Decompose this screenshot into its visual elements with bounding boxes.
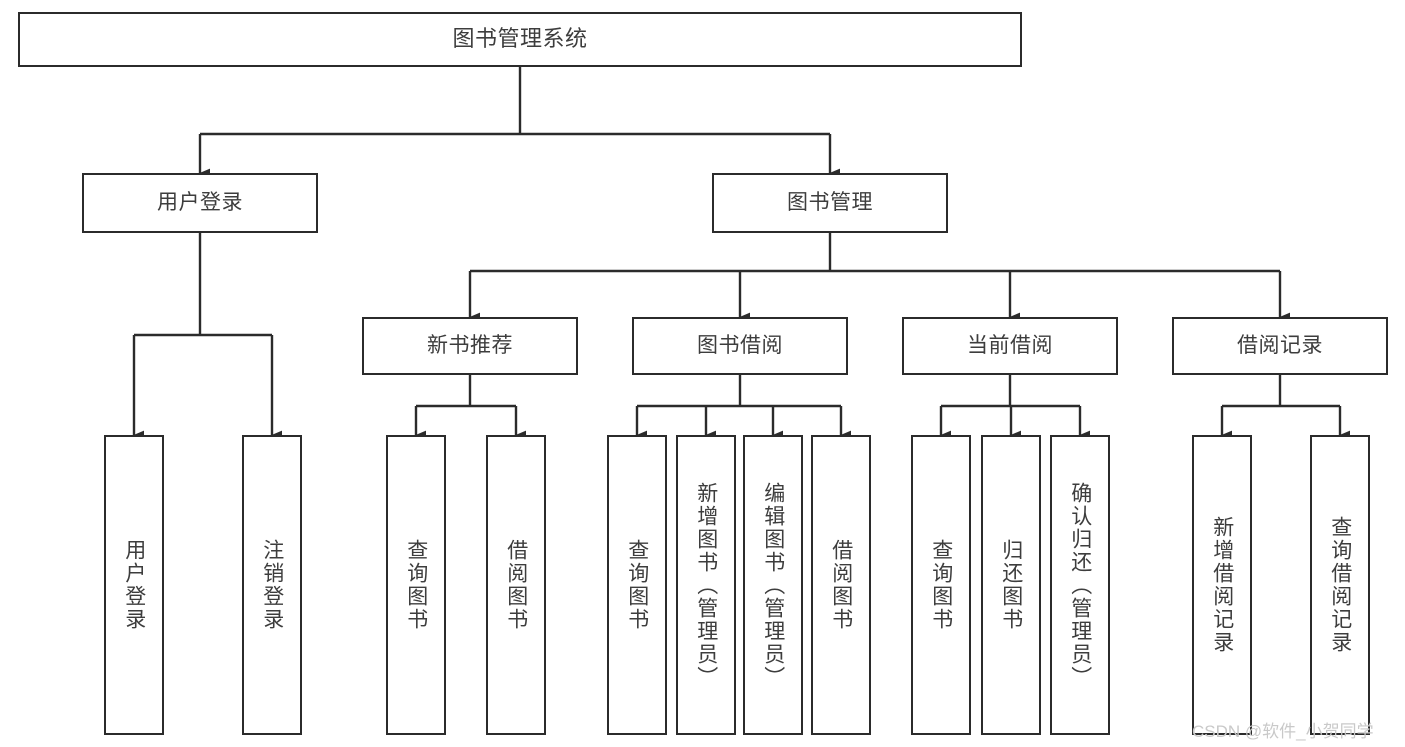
node-new-book-rec[interactable]: 新书推荐 <box>362 317 578 375</box>
node-leaf-logout[interactable]: 注销登录 <box>242 435 302 735</box>
node-leaf-edit-book[interactable]: 编辑图书（管理员） <box>743 435 803 735</box>
node-label-leaf-edit-book: 编辑图书（管理员） <box>761 481 785 689</box>
node-label-leaf-query-book-3: 查询图书 <box>929 539 953 631</box>
node-borrow-record[interactable]: 借阅记录 <box>1172 317 1388 375</box>
node-leaf-add-book[interactable]: 新增图书（管理员） <box>676 435 736 735</box>
node-leaf-query-book-2[interactable]: 查询图书 <box>607 435 667 735</box>
node-leaf-confirm-return[interactable]: 确认归还（管理员） <box>1050 435 1110 735</box>
node-label-leaf-query-book-1: 查询图书 <box>404 539 428 631</box>
node-current-borrow[interactable]: 当前借阅 <box>902 317 1118 375</box>
node-leaf-query-book-1[interactable]: 查询图书 <box>386 435 446 735</box>
node-label-leaf-query-record: 查询借阅记录 <box>1328 516 1352 654</box>
node-label-leaf-add-record: 新增借阅记录 <box>1210 516 1234 654</box>
node-label-leaf-logout: 注销登录 <box>260 539 284 631</box>
node-label-book-borrow: 图书借阅 <box>697 334 783 358</box>
node-leaf-user-login[interactable]: 用户登录 <box>104 435 164 735</box>
node-label-leaf-return-book: 归还图书 <box>999 539 1023 631</box>
node-book-borrow[interactable]: 图书借阅 <box>632 317 848 375</box>
node-leaf-add-record[interactable]: 新增借阅记录 <box>1192 435 1252 735</box>
node-label-borrow-record: 借阅记录 <box>1237 334 1323 358</box>
node-leaf-borrow-book-2[interactable]: 借阅图书 <box>811 435 871 735</box>
edges-group <box>132 67 1351 440</box>
node-label-book-manage: 图书管理 <box>787 191 873 215</box>
node-label-leaf-user-login: 用户登录 <box>122 539 146 631</box>
node-label-leaf-add-book: 新增图书（管理员） <box>694 481 718 689</box>
node-label-user-login: 用户登录 <box>157 191 243 215</box>
node-label-leaf-confirm-return: 确认归还（管理员） <box>1068 481 1092 689</box>
node-leaf-query-book-3[interactable]: 查询图书 <box>911 435 971 735</box>
node-root[interactable]: 图书管理系统 <box>18 12 1022 67</box>
node-label-current-borrow: 当前借阅 <box>967 334 1053 358</box>
node-label-root: 图书管理系统 <box>452 26 588 52</box>
node-label-new-book-rec: 新书推荐 <box>427 334 513 358</box>
node-label-leaf-borrow-book-1: 借阅图书 <box>504 539 528 631</box>
node-leaf-borrow-book-1[interactable]: 借阅图书 <box>486 435 546 735</box>
node-label-leaf-borrow-book-2: 借阅图书 <box>829 539 853 631</box>
node-leaf-return-book[interactable]: 归还图书 <box>981 435 1041 735</box>
node-label-leaf-query-book-2: 查询图书 <box>625 539 649 631</box>
node-leaf-query-record[interactable]: 查询借阅记录 <box>1310 435 1370 735</box>
node-book-manage[interactable]: 图书管理 <box>712 173 948 233</box>
node-user-login[interactable]: 用户登录 <box>82 173 318 233</box>
